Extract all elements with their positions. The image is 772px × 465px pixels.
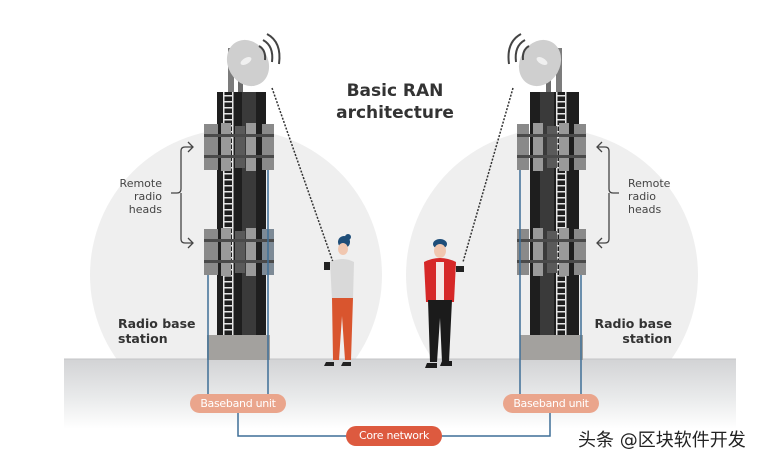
ladder-rung bbox=[556, 281, 567, 283]
ladder-rung bbox=[556, 317, 567, 319]
ladder-rung bbox=[223, 317, 234, 319]
watermark: 头条 @区块软件开发 bbox=[578, 430, 746, 451]
ladder-rung bbox=[556, 287, 567, 289]
ladder-rung bbox=[223, 281, 234, 283]
dish-highlight bbox=[240, 57, 252, 65]
ladder-rung bbox=[223, 215, 234, 217]
rrh-label-line: radio bbox=[628, 190, 657, 203]
ladder-rung bbox=[556, 191, 567, 193]
ladder-rung bbox=[223, 95, 234, 97]
rrh-label-line: radio bbox=[133, 190, 162, 203]
signal-waves-icon bbox=[507, 33, 530, 65]
ground bbox=[64, 359, 736, 429]
station-label-line: station bbox=[622, 331, 672, 346]
remote-radio-head-lower bbox=[204, 228, 274, 276]
rrh-label-line: heads bbox=[628, 203, 662, 216]
phone-icon bbox=[324, 262, 330, 270]
ladder-rung bbox=[556, 113, 567, 115]
left-rrh-bracket bbox=[171, 141, 194, 249]
ladder-rung bbox=[556, 293, 567, 295]
ladder-rung bbox=[556, 221, 567, 223]
dish-mast bbox=[556, 48, 562, 94]
ladder-rung bbox=[556, 215, 567, 217]
ladder-rung bbox=[556, 95, 567, 97]
ladder-rung bbox=[223, 101, 234, 103]
right-baseband-unit: Baseband unit bbox=[503, 394, 599, 413]
right-rrh-label: Remote radio heads bbox=[628, 177, 688, 216]
ladder-rung bbox=[223, 323, 234, 325]
ladder-rung bbox=[223, 299, 234, 301]
rrh-label-line: heads bbox=[128, 203, 162, 216]
ladder-rung bbox=[556, 179, 567, 181]
ladder-rung bbox=[223, 305, 234, 307]
tower-base bbox=[520, 335, 583, 360]
man-user-figure bbox=[424, 239, 464, 368]
ladder-rung bbox=[223, 119, 234, 121]
dish-highlight bbox=[536, 57, 548, 65]
remote-radio-head-upper bbox=[204, 123, 274, 171]
ladder-rung bbox=[556, 197, 567, 199]
ladder-rung bbox=[223, 173, 234, 175]
left-tower bbox=[204, 33, 281, 396]
right-rrh-bracket bbox=[596, 141, 619, 249]
ladder-rung bbox=[223, 185, 234, 187]
ladder-rung bbox=[556, 203, 567, 205]
diagram-title: Basic RAN architecture bbox=[320, 80, 470, 124]
phone-icon bbox=[456, 266, 464, 272]
ladder-rung bbox=[223, 311, 234, 313]
ladder-rung bbox=[556, 305, 567, 307]
wireless-link-right bbox=[462, 87, 514, 263]
ladder-rung bbox=[223, 179, 234, 181]
ladder-rung bbox=[556, 119, 567, 121]
remote-radio-head-lower bbox=[517, 228, 586, 276]
left-baseband-unit: Baseband unit bbox=[190, 394, 286, 413]
left-station-label: Radio base station bbox=[118, 316, 218, 346]
ladder-rung bbox=[556, 227, 567, 229]
ladder-rung bbox=[556, 107, 567, 109]
ladder-rung bbox=[223, 203, 234, 205]
ladder-rung bbox=[556, 209, 567, 211]
ladder-rung bbox=[223, 107, 234, 109]
ladder-rung bbox=[223, 197, 234, 199]
ladder-rung bbox=[556, 311, 567, 313]
ladder-rung bbox=[223, 329, 234, 331]
title-line-1: Basic RAN bbox=[346, 81, 444, 101]
right-station-label: Radio base station bbox=[580, 316, 672, 346]
wireless-link-left bbox=[271, 87, 334, 263]
title-line-2: architecture bbox=[336, 103, 454, 123]
signal-waves-icon bbox=[258, 33, 281, 65]
ladder-rung bbox=[556, 173, 567, 175]
ladder-rung bbox=[556, 299, 567, 301]
ladder-rung bbox=[556, 329, 567, 331]
core-network: Core network bbox=[346, 426, 442, 446]
ladder-rung bbox=[223, 209, 234, 211]
ladder-rung bbox=[223, 287, 234, 289]
ladder-rung bbox=[223, 221, 234, 223]
rrh-label-line: Remote bbox=[628, 177, 671, 190]
station-label-line: Radio base bbox=[594, 316, 672, 331]
station-label-line: Radio base bbox=[118, 316, 196, 331]
ladder-rung bbox=[223, 227, 234, 229]
ladder-rung bbox=[223, 293, 234, 295]
ladder-rung bbox=[556, 323, 567, 325]
left-rrh-label: Remote radio heads bbox=[104, 177, 162, 216]
woman-user-figure bbox=[324, 234, 354, 366]
rrh-label-line: Remote bbox=[119, 177, 162, 190]
ladder-rung bbox=[223, 191, 234, 193]
remote-radio-head-upper bbox=[517, 123, 586, 171]
station-label-line: station bbox=[118, 331, 168, 346]
ladder-rung bbox=[556, 185, 567, 187]
ladder-rung bbox=[556, 101, 567, 103]
tower-base bbox=[207, 335, 270, 360]
ladder-rung bbox=[223, 113, 234, 115]
right-tower bbox=[507, 33, 586, 396]
